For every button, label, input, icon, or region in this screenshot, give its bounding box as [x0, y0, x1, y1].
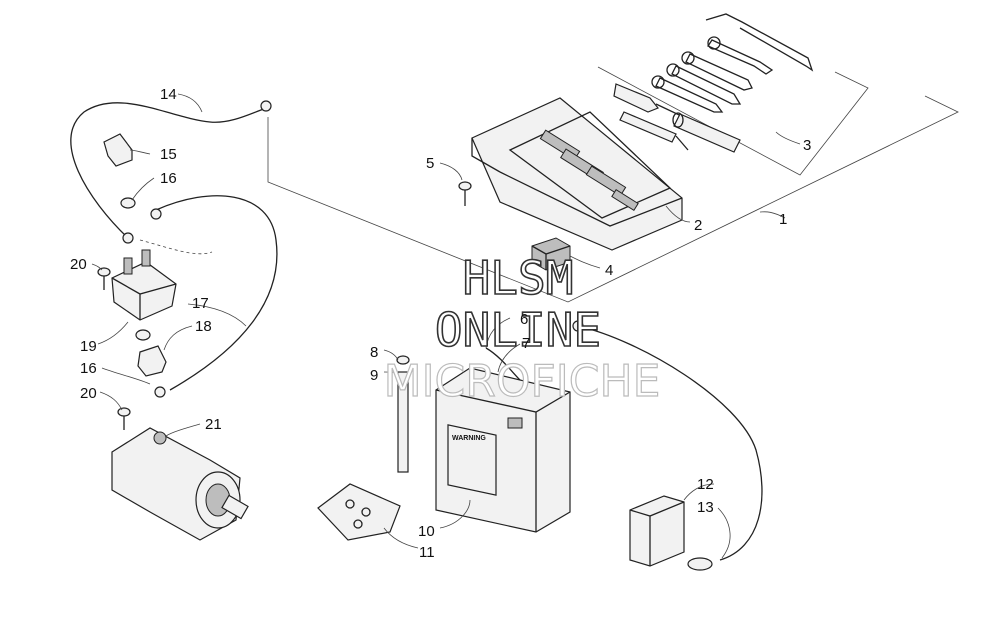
callout-8: 8 [370, 344, 378, 361]
screw [97, 267, 131, 430]
callout-12: 12 [697, 476, 714, 493]
callout-3: 3 [803, 137, 811, 154]
callout-10: 10 [418, 523, 435, 540]
watermark: HLSM ONLINE MICROFICHE [383, 250, 661, 407]
starter-motor [111, 427, 249, 541]
watermark-line-1: HLSM [463, 251, 574, 305]
callout-17: 17 [192, 295, 209, 312]
watermark-line-3: MICROFICHE [384, 356, 661, 407]
rod [396, 355, 410, 473]
callout-9: 9 [370, 367, 378, 384]
cap [103, 133, 133, 167]
cable-14 [70, 100, 272, 244]
callout-2: 2 [694, 217, 702, 234]
cable-17 [150, 195, 278, 398]
callout-16: 16 [160, 170, 177, 187]
battery-warning-label: WARNING [452, 435, 486, 442]
hardware-bag [317, 483, 401, 541]
callout-20-lower: 20 [80, 385, 97, 402]
callout-5: 5 [426, 155, 434, 172]
tool-tray [471, 97, 683, 251]
callout-6: 6 [520, 311, 528, 328]
callout-labels: 1 2 3 4 5 6 7 8 9 10 11 12 13 14 15 16 1… [70, 86, 811, 561]
callout-16-lower: 16 [80, 360, 97, 377]
foam-pad [629, 495, 685, 567]
nut [120, 197, 151, 341]
callout-4: 4 [605, 262, 613, 279]
pad [531, 237, 571, 271]
boot [137, 345, 167, 377]
callout-19: 19 [80, 338, 97, 355]
callout-14: 14 [160, 86, 177, 103]
callout-20: 20 [70, 256, 87, 273]
solenoid [111, 249, 177, 321]
callout-11: 11 [419, 544, 435, 561]
callout-21: 21 [205, 416, 222, 433]
callout-7: 7 [522, 335, 530, 352]
callout-13: 13 [697, 499, 714, 516]
screw [458, 181, 472, 206]
assembly-bracket-lines [267, 66, 959, 303]
cable-13 [572, 320, 763, 571]
battery: WARNING [435, 367, 571, 533]
tool-kit [613, 13, 814, 153]
callout-1: 1 [779, 211, 787, 228]
callout-18: 18 [195, 318, 212, 335]
vent-tube [485, 347, 521, 381]
leader-lines [91, 93, 801, 559]
watermark-line-2: ONLINE [435, 303, 601, 357]
callout-15: 15 [160, 146, 177, 163]
